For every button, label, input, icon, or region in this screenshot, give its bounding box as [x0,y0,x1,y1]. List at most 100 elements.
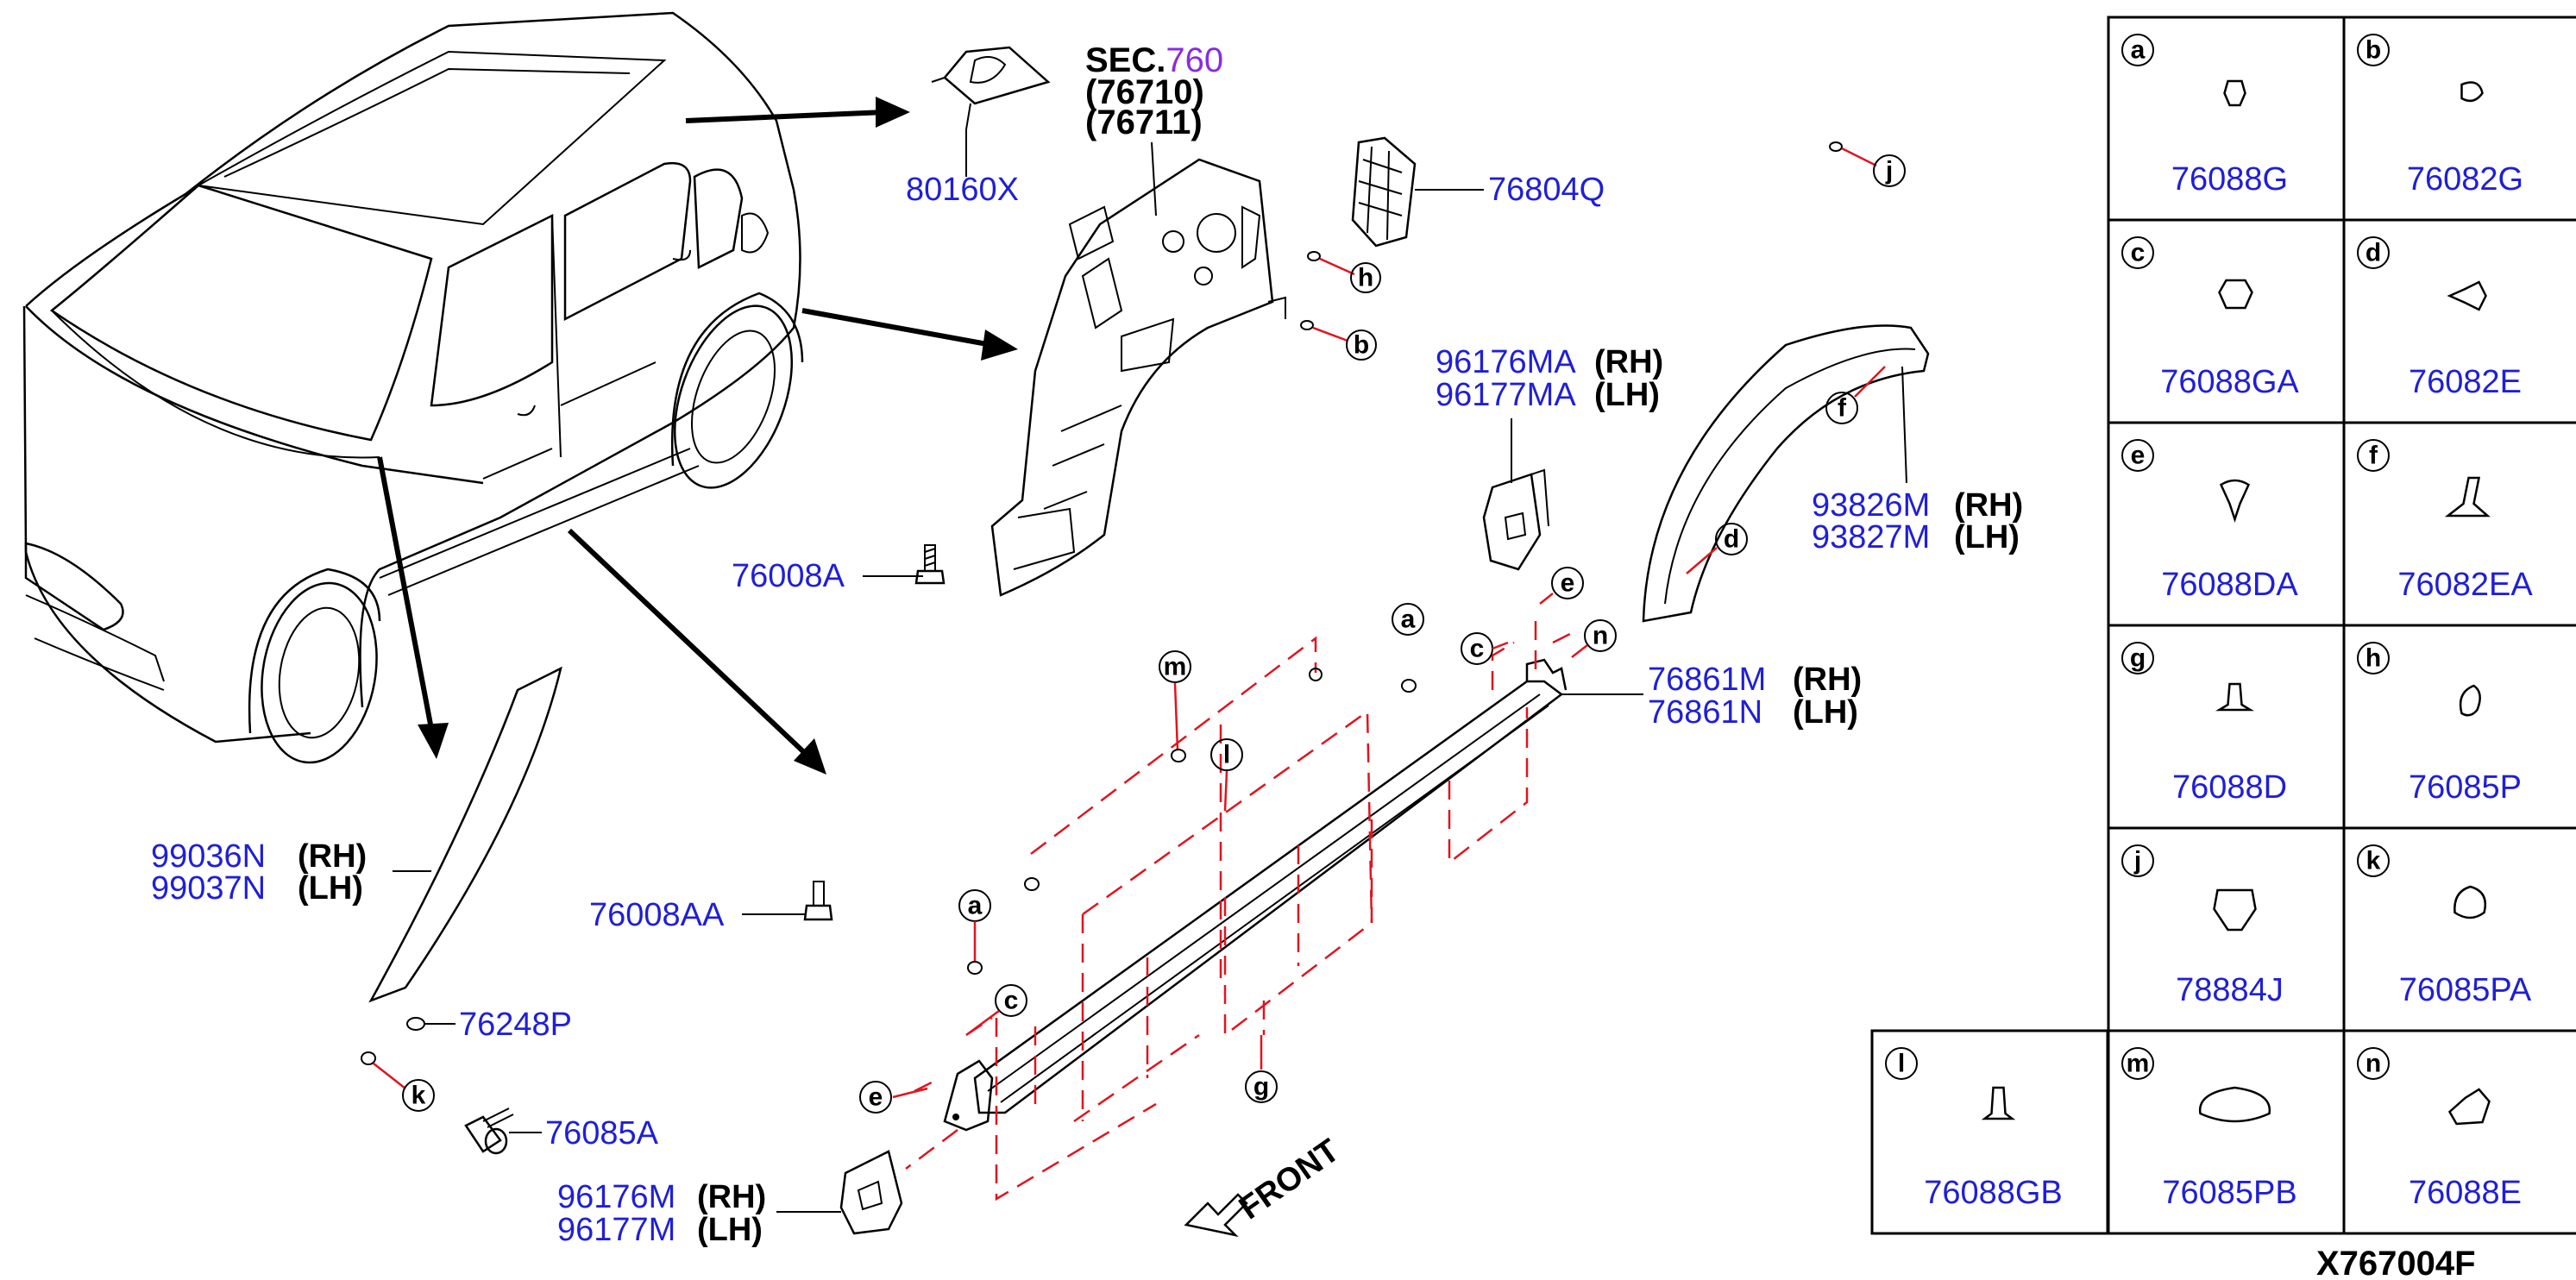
legend-cell-border [2107,624,2346,830]
part-80160X-drawing [931,46,1051,177]
callout-93826M: 93826M [1812,487,1930,524]
callout-76861N-side: (LH) [1793,694,1858,731]
legend-clip-icon [1981,1086,2016,1120]
legend-letter: e [2131,442,2146,470]
front-direction-indicator: FRONT [1184,1133,1346,1238]
callout-76008A: 76008A [732,558,845,594]
legend-clip-icon [2223,79,2246,107]
callout-76804Q: 76804Q [1488,172,1605,208]
legend-clip-icon [2459,684,2481,717]
callout-93827M-side: (LH) [1954,519,2020,555]
legend-clip-icon [2219,479,2251,523]
sec-sub-2: (76711) [1085,104,1203,141]
bolt-76008AA-drawing [803,881,833,921]
callout-96177M: 96177M [557,1212,675,1248]
callout-76861M: 76861M [1648,662,1766,698]
legend-cell-border [2107,826,2346,1032]
callout-76248P: 76248P [459,1007,572,1043]
svg-text:a: a [1401,605,1416,634]
legend-letter: j [2133,847,2141,875]
sec-label: SEC. [1085,41,1165,79]
clip-legend-table: a76088Gb76082Gc76088GAd76082Ee76088DAf76… [1870,16,2576,1235]
legend-cell-border [2342,826,2576,1032]
callout-arrows [377,97,1018,775]
legend-cell-border [2342,421,2576,627]
part-76248P-drawing [406,1017,456,1031]
svg-text:j: j [1885,157,1893,185]
legend-cell-border [2342,16,2576,222]
callout-93827M: 93827M [1812,519,1930,555]
legend-letter: d [2366,239,2381,267]
svg-text:g: g [1253,1073,1269,1101]
front-label: FRONT [1233,1133,1346,1227]
legend-letter-badge [2357,642,2390,675]
legend-part-number: 76088E [2409,1175,2522,1211]
vehicle-illustration [22,11,804,764]
legend-letter-badge [2121,1047,2154,1080]
legend-letter-badge [2357,844,2390,877]
legend-letter: c [2131,239,2146,267]
legend-clip-icon [2213,888,2257,932]
legend-letter-badge [2121,236,2154,269]
legend-letter: m [2127,1050,2150,1078]
wheel-arch-moulding-drawing: f d [1642,324,1930,623]
legend-letter-badge [1885,1047,1918,1080]
legend-clip-icon [2444,476,2491,518]
diagram-code: X767004F [2316,1245,2476,1280]
callout-96177MA-side: (LH) [1594,377,1660,413]
legend-cell-border [2107,16,2346,222]
callout-76085A: 76085A [545,1115,659,1151]
legend-letter: n [2366,1050,2381,1078]
callout-96176MA: 96176MA [1436,344,1576,380]
svg-text:h: h [1358,264,1373,292]
pillar-trim-drawing [368,666,562,1003]
callout-99037N: 99037N [151,870,266,907]
svg-text:m: m [1164,653,1187,681]
legend-letter: b [2366,36,2381,65]
bracket-96176M-drawing [776,1150,903,1235]
callout-96176M-side: (RH) [697,1179,766,1215]
clip-h-callout: h [1307,251,1381,293]
sec-number: 760 [1165,41,1223,79]
legend-cell-border [2342,218,2576,424]
legend-letter-badge [2357,236,2390,269]
legend-part-number: 76088DA [2161,567,2298,603]
legend-letter-badge [2357,439,2390,472]
svg-text:l: l [1223,741,1230,769]
legend-letter: h [2366,644,2381,673]
legend-part-number: 76085PA [2399,972,2532,1008]
legend-part-number: 76088G [2171,161,2288,198]
svg-text:k: k [412,1082,426,1110]
legend-letter-badge [2121,439,2154,472]
legend-cell-border [2342,1029,2576,1235]
rear-wheelhouse-panel-drawing [990,158,1286,597]
sill-moulding-drawing [943,658,1643,1132]
part-76804Q-drawing [1351,136,1484,248]
legend-clip-icon [2447,280,2487,311]
callout-80160X: 80160X [906,172,1019,208]
legend-part-number: 76088GB [1924,1175,2063,1211]
legend-clip-icon [2460,81,2484,103]
svg-text:n: n [1593,622,1608,650]
legend-letter: a [2131,36,2146,65]
legend-clip-icon [2215,682,2255,712]
legend-letter-badge [2357,1047,2390,1080]
clip-k-callout: k [361,1051,435,1112]
screw-76085A-drawing [464,1107,542,1155]
legend-part-number: 76082E [2409,364,2522,400]
legend-letter-badge [2357,34,2390,66]
legend-letter-badge [2121,642,2154,675]
svg-text:c: c [1004,987,1019,1015]
legend-part-number: 76082G [2407,161,2523,198]
legend-clip-icon [2453,885,2486,919]
legend-cell-n: n 76088E [2342,1029,2576,1235]
svg-text:f: f [1838,394,1847,423]
legend-cell-m: m 76085PB [2107,1029,2346,1235]
legend-part-number: 76085PB [2162,1175,2296,1211]
callout-99036N: 99036N [151,838,266,875]
svg-text:SEC.760: SEC.760 [1085,41,1223,79]
